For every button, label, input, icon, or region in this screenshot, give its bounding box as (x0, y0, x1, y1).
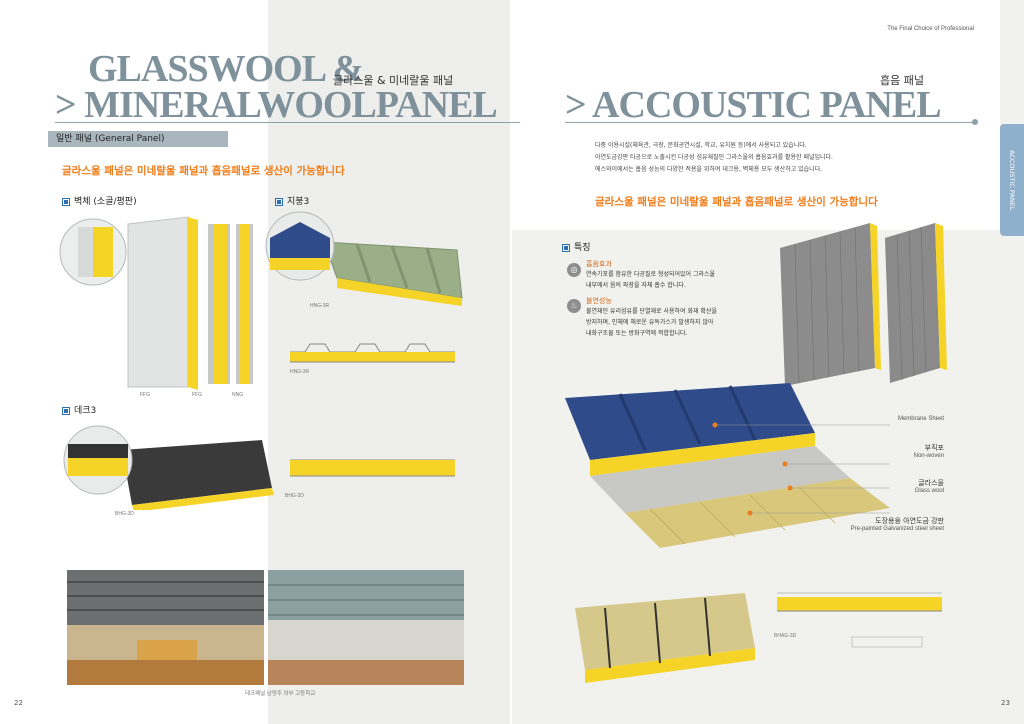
bottom-section-label: BHAG-3D (774, 633, 797, 639)
roof-heading: 지붕3 (275, 194, 309, 207)
feature-line: 방지하며, 인체에 해로운 유독가스가 발생하지 않아 (586, 319, 714, 326)
legend-kr: 도장용융 아연도금 강판 (875, 517, 944, 525)
title-kr: 글라스울 & 미네랄울 패널 (333, 74, 454, 87)
wall-panel-illustration (59, 216, 253, 390)
legend-en: Pre-painted Galvanized steel sheet (850, 526, 944, 532)
legend-glasswool: 글라스울 Glass wool (915, 478, 944, 494)
title-rule-left (55, 122, 520, 123)
features-heading: 특징 (562, 240, 591, 253)
tagline: The Final Choice of Professional (887, 26, 974, 32)
side-tab: ACCOUSTIC PANEL (1000, 124, 1024, 236)
wall-label-2: FFG (192, 392, 202, 398)
right-description: 다중 이용시설(체육관, 극장, 문화공연시설, 학교, 유치원 등)에서 사용… (595, 140, 833, 176)
title-rule-right (565, 122, 975, 123)
right-highlight: 글라스울 패널은 미네랄울 패널과 흡음패널로 생산이 가능합니다 (595, 196, 878, 208)
deck-heading: 데크3 (62, 403, 96, 416)
right-page-header-area (512, 0, 1000, 230)
roof-heading-text: 지붕3 (287, 197, 310, 207)
deck-section-diagram (290, 459, 455, 477)
gym-photo-2 (268, 570, 464, 685)
right-title: > ACCOUSTIC PANEL (565, 84, 942, 126)
description-line-1: 다중 이용시설(체육관, 극장, 문화공연시설, 학교, 유치원 등)에서 사용… (595, 142, 807, 149)
acoustic-wall-panels (780, 223, 947, 386)
feature-line: 내화구조물 또는 방화구역에 적합합니다. (586, 330, 688, 337)
ear-icon: ◎ (567, 263, 581, 277)
legend-en: Non-woven (913, 453, 944, 459)
rule-dot (972, 119, 978, 125)
roof-label-bottom: HNG-3R (290, 369, 310, 375)
bullet-icon (562, 243, 570, 252)
legend-en: Membrane Sheet (897, 416, 944, 422)
page-number-left: 22 (14, 699, 23, 707)
feature-sound: 흡음효과 연속기포를 함유한 다공질로 형성되어있어 그라스울 내부에서 음의 … (586, 259, 715, 291)
legend-membrane: Membrane Sheet (898, 416, 944, 422)
legend-steel: 도장용융 아연도금 강판 Pre-painted Galvanized stee… (851, 516, 944, 532)
roof-label-top: HNG-3R (310, 303, 330, 309)
description-line-3: 에스와이에서는 흡음 성능의 다양한 적용을 위하여 데크용, 벽체용 모두 생… (595, 166, 823, 173)
feature-line: 내부에서 음의 파장을 자체 흡수 합니다. (586, 282, 686, 289)
feature-line: 불연재인 유리섬유를 단열재로 사용하여 화재 확산을 (586, 308, 717, 315)
roof-section-diagram (290, 343, 455, 363)
feature-title: 불연성능 (586, 297, 612, 305)
legend-en: Glass wool (914, 488, 944, 494)
deck-label-right: BHG-3D (285, 493, 304, 499)
acoustic-roof-exploded (565, 383, 890, 548)
general-panel-label: 일반 패널 (General Panel) (48, 131, 228, 147)
deck-label-left: BHG-3D (115, 511, 134, 517)
legend-kr: 글라스울 (918, 479, 944, 487)
deck-heading-text: 데크3 (74, 406, 97, 416)
feature-line: 연속기포를 함유한 다공질로 형성되어있어 그라스울 (586, 271, 716, 278)
feature-fire: 불연성능 불연재인 유리섬유를 단열재로 사용하여 화재 확산을 방지하며, 인… (586, 296, 717, 339)
left-highlight: 글라스울 패널은 미네랄울 패널과 흡음패널로 생산이 가능합니다 (62, 165, 345, 177)
fire-icon: ♨ (567, 299, 581, 313)
wall-label-1: FFG (140, 392, 150, 398)
title-line1: GLASSWOOL & (88, 48, 364, 90)
bullet-icon (62, 406, 70, 415)
gym-photo-1 (67, 570, 264, 685)
deck-panel-illustration (63, 425, 274, 510)
acoustic-section-illustration (575, 593, 755, 683)
wall-label-3: NNG (232, 392, 244, 398)
description-line-2: 아연도금강판 타공으로 노출시킨 다공성 섬유재질인 그라스울의 흡음효과를 활… (595, 154, 833, 161)
features-heading-text: 특징 (574, 243, 591, 253)
acoustic-section-diagram (777, 592, 942, 648)
feature-title: 흡음효과 (586, 260, 612, 268)
page-number-right: 23 (1001, 699, 1010, 707)
roof-panel-illustration (265, 211, 463, 306)
wall-heading-text: 벽체 (소골/평판) (74, 197, 137, 207)
bullet-icon (275, 197, 283, 206)
legend-kr: 부직포 (924, 444, 944, 452)
legend-nonwoven: 부직포 Non-woven (914, 443, 944, 459)
title-line2: > MINERALWOOLPANEL (55, 84, 498, 126)
photo-caption: 데크패널 남양주 와부 고등학교 (245, 691, 316, 697)
right-title-kr: 흡음 패널 (880, 74, 924, 87)
wall-heading: 벽체 (소골/평판) (62, 194, 137, 207)
bullet-icon (62, 197, 70, 206)
